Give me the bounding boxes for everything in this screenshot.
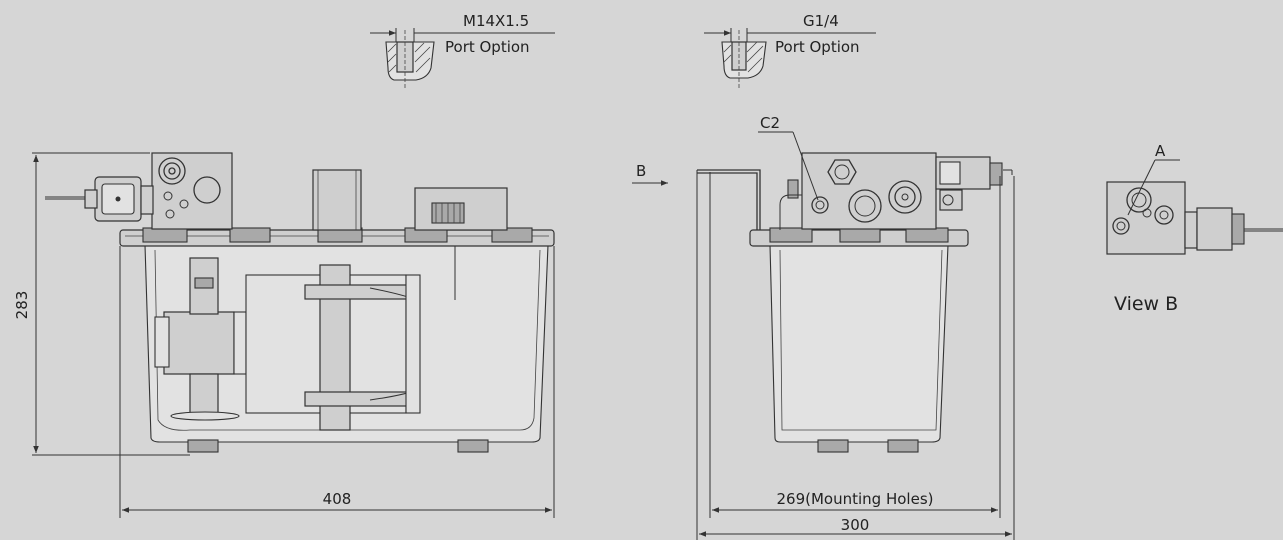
side-tank bbox=[769, 244, 949, 443]
front-view-dimensions: 283 408 bbox=[13, 152, 555, 518]
side-view bbox=[696, 152, 1013, 453]
side-width-dimension-label: 300 bbox=[841, 516, 870, 534]
port-a-label: A bbox=[1155, 142, 1166, 160]
port1-caption: Port Option bbox=[445, 38, 530, 56]
view-b-arrow: B bbox=[632, 162, 668, 186]
port-c2-label: C2 bbox=[760, 114, 780, 132]
mounting-holes-dimension-label: 269(Mounting Holes) bbox=[777, 490, 934, 508]
port-option-g14-detail: G1/4 Port Option bbox=[704, 12, 876, 90]
side-view-dimensions: 269(Mounting Holes) 300 bbox=[696, 172, 1015, 540]
front-level-gauge bbox=[312, 169, 362, 231]
view-b-caption: View B bbox=[1114, 293, 1178, 315]
front-pump bbox=[163, 311, 235, 375]
front-view bbox=[45, 152, 555, 453]
port1-thread-label: M14X1.5 bbox=[463, 12, 529, 30]
port-option-m14-detail: M14X1.5 Port Option bbox=[370, 12, 555, 90]
view-arrow-label: B bbox=[636, 162, 646, 180]
height-dimension-label: 283 bbox=[13, 291, 31, 320]
front-width-dimension-label: 408 bbox=[323, 490, 352, 508]
port2-thread-label: G1/4 bbox=[803, 12, 839, 30]
view-b-detail: A View B bbox=[1106, 142, 1283, 315]
port2-caption: Port Option bbox=[775, 38, 860, 56]
c2-callout: C2 bbox=[758, 114, 819, 201]
